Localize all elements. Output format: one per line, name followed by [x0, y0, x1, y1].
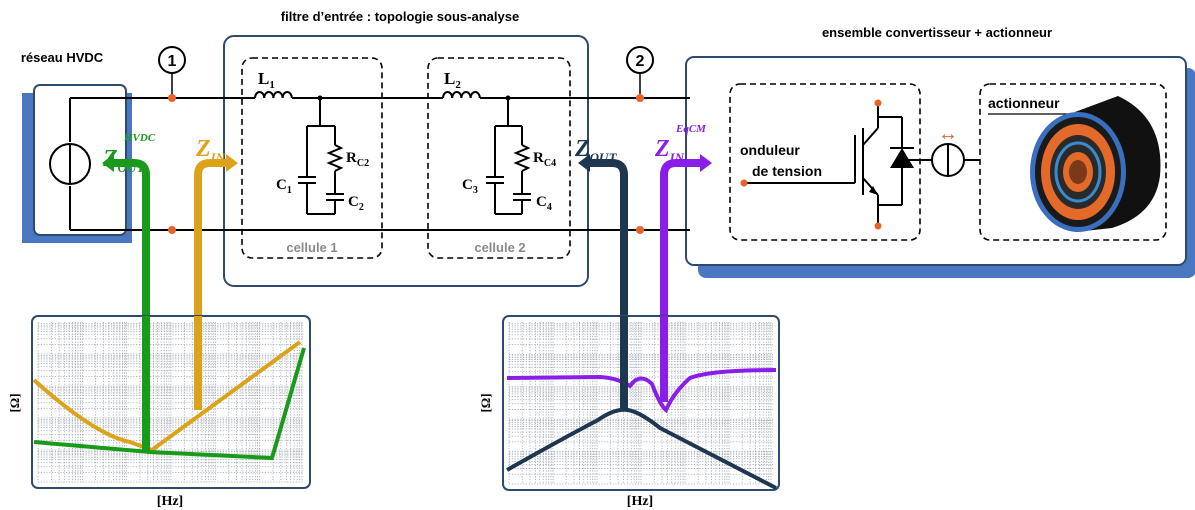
plot-right-zout-curve	[506, 407, 777, 490]
label-c1: C1	[276, 177, 292, 196]
label-zout: ZOUT	[574, 136, 617, 165]
plot-left: [Ω] [Hz]	[7, 315, 311, 509]
svg-text:ZIN: ZIN	[195, 136, 226, 165]
cell-1-label: cellule 1	[286, 240, 337, 255]
inductor-l2	[442, 91, 481, 99]
node-dots	[168, 94, 644, 234]
svg-text:ZIN: ZIN	[654, 136, 685, 165]
inductor-l1	[254, 91, 293, 99]
dc-source	[49, 143, 91, 185]
filter-title: filtre d’entrée : topologie sous-analyse	[281, 9, 519, 24]
plot-left-zout-hvdc-curve	[33, 347, 306, 461]
label-rc4: RC4	[533, 150, 556, 169]
cell-2-box	[427, 57, 571, 259]
svg-text:ZOUT: ZOUT	[574, 136, 617, 165]
motor-icon	[1030, 96, 1161, 232]
converter-title: ensemble convertisseur + actionneur	[822, 25, 1052, 40]
probe-arrow-zin	[226, 154, 238, 172]
node-2-label: 2	[636, 53, 645, 70]
svg-text:ZOUT: ZOUT	[102, 146, 145, 175]
actuator-box	[979, 83, 1167, 241]
svg-text:HVDC: HVDC	[123, 132, 156, 144]
node-1-marker: 1	[158, 46, 186, 94]
probe-arrow-zout	[578, 154, 590, 172]
cell-2-branches	[486, 98, 531, 215]
probe-arrow-zin-eqcm	[700, 154, 712, 172]
inverter-box	[729, 83, 921, 241]
svg-text:EqCM: EqCM	[675, 123, 707, 135]
label-zout-hvdc: ZOUT HVDC	[102, 132, 156, 175]
probe-zin-eqcm	[660, 159, 704, 400]
emitter-arrow	[869, 186, 878, 195]
actuator-label: actionneur	[988, 95, 1060, 111]
cell-1-box	[241, 57, 383, 259]
bidirectional-arrow-icon: ↔	[938, 123, 958, 145]
node-1-label: 1	[168, 53, 177, 70]
network-title: réseau HVDC	[21, 50, 104, 65]
cell-2-label: cellule 2	[474, 240, 525, 255]
plot-right: [Ω] [Hz]	[478, 315, 780, 509]
cell-1-branches	[298, 98, 344, 215]
junction-dot	[317, 95, 323, 101]
label-l1: L1	[258, 69, 275, 91]
inverter-label-2: de tension	[752, 163, 822, 179]
plot-left-ylabel: [Ω]	[7, 393, 22, 412]
node-2-marker: 2	[626, 46, 654, 94]
diode-symbol	[890, 148, 914, 168]
plot-right-grid	[508, 322, 773, 485]
plot-right-ylabel: [Ω]	[478, 393, 493, 412]
junction-dot	[505, 95, 511, 101]
current-sensor	[920, 143, 980, 177]
terminal-dots	[740, 99, 882, 230]
probe-zout	[586, 159, 628, 410]
plot-right-xlabel: [Hz]	[627, 494, 653, 509]
inverter-label-1: onduleur	[740, 142, 800, 158]
probe-arrow-zout-hvdc	[102, 154, 114, 172]
label-zin-eqcm: ZIN EqCM	[654, 123, 707, 165]
probe-zout-hvdc	[110, 159, 150, 450]
igbt-symbol	[744, 103, 932, 226]
label-rc2: RC2	[346, 150, 369, 169]
label-c2: C2	[348, 194, 364, 213]
label-c4: C4	[536, 194, 552, 213]
plot-left-xlabel: [Hz]	[157, 494, 183, 509]
label-zin: ZIN	[195, 136, 226, 165]
label-c3: C3	[462, 177, 478, 196]
label-l2: L2	[444, 69, 461, 91]
probe-zin	[194, 159, 230, 410]
plot-left-zin-curve	[32, 340, 302, 453]
